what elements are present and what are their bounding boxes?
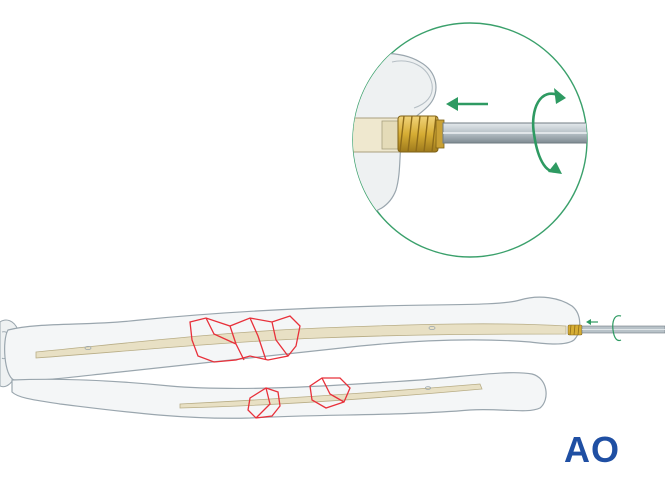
ulna-fracture-distal xyxy=(309,377,351,409)
end-cap-screw-small xyxy=(567,324,665,336)
magnified-detail-view xyxy=(352,22,588,258)
ulna-fracture-proximal xyxy=(247,387,281,419)
arrow-left-small-icon xyxy=(586,319,598,325)
fracture-lines xyxy=(189,315,351,419)
radius-fracture xyxy=(189,315,301,363)
end-cap-screw xyxy=(397,115,445,153)
ao-logo-text: AO xyxy=(564,429,620,470)
rotate-clockwise-icon xyxy=(531,88,566,174)
ulna-nail xyxy=(179,383,483,409)
radius-nail xyxy=(35,323,567,359)
ao-logo: AO xyxy=(564,429,620,470)
arrow-left-icon xyxy=(446,97,488,111)
forearm-bones xyxy=(0,296,581,419)
screwdriver-shaft xyxy=(442,122,587,144)
rotate-clockwise-small-icon xyxy=(612,315,622,342)
